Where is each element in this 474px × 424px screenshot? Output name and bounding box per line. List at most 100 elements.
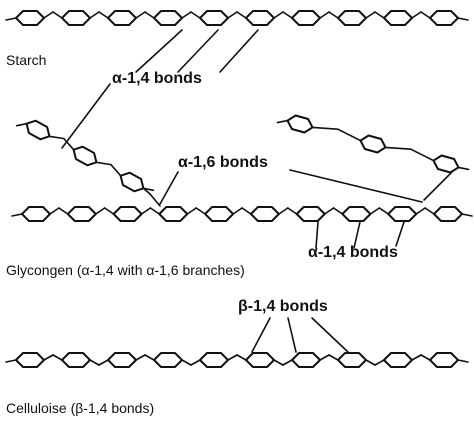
starch-chain-link-2b	[98, 11, 109, 19]
starch-chain-ring-1	[15, 10, 45, 26]
starch-chain-ring-3	[107, 10, 137, 26]
starch-chain-link-6a	[273, 11, 284, 19]
cellulose-chain-link-1b	[52, 354, 63, 361]
glycogen-branch-left-link-b	[149, 193, 161, 207]
cellulose-chain-ring-2	[61, 352, 91, 368]
glycogen-branch-right-ring-3	[432, 154, 460, 174]
glycogen-branch-right-link-1b	[337, 128, 362, 142]
cellulose-leader-2	[287, 317, 297, 353]
glycogen-alpha14-leader-1	[315, 221, 319, 249]
cellulose-chain-link-2a	[89, 359, 100, 366]
glycogen-branch-left-end-left	[15, 122, 28, 127]
glycogen-branch-left-ring-3	[119, 171, 145, 193]
cellulose-chain-link-4b	[190, 359, 201, 366]
cellulose-chain-ring-10	[429, 352, 459, 368]
starch-chain-link-1a	[43, 11, 54, 19]
glycogen-branch-right-link-2a	[384, 146, 412, 150]
starch-chain-link-9b	[420, 11, 431, 19]
cellulose-chain-end-right	[457, 359, 469, 363]
starch-chain-link-8b	[374, 11, 385, 19]
starch-chain-link-7a	[319, 11, 330, 19]
cellulose-leader-3	[311, 317, 349, 353]
glycogen-chain-link-2b	[103, 207, 115, 215]
cellulose-chain-ring-5	[199, 352, 229, 368]
glycogen-chain-ring-2	[66, 206, 97, 222]
glycogen-branch-left-ring-1	[25, 119, 51, 141]
starch-leader-to-glycogen	[61, 83, 111, 149]
starch-chain-link-3a	[135, 11, 146, 19]
cellulose-chain-link-1a	[43, 354, 54, 361]
glycogen-branch-left-link-1b	[63, 137, 75, 151]
cellulose-chain-link-9a	[411, 354, 422, 361]
glycogen-alpha16-leader-1	[159, 171, 179, 205]
glycogen-chain-ring-7	[295, 206, 326, 222]
cellulose-chain-link-3b	[144, 354, 155, 361]
cellulose-chain-link-5a	[227, 354, 238, 361]
cellulose-chain-link-9b	[420, 354, 431, 361]
cellulose-chain-link-6b	[282, 359, 293, 366]
cellulose-chain-ring-3	[107, 352, 137, 368]
glycogen-alpha14-leader-2	[353, 221, 361, 249]
cellulose-chain-link-7b	[328, 354, 339, 361]
cellulose-chain-link-2b	[98, 359, 109, 366]
glycogen-branch-left-link-2b	[110, 163, 122, 177]
starch-leader-2	[177, 29, 219, 73]
starch-chain-link-3b	[144, 11, 155, 19]
glycogen-alpha14-label: α-1,4 bonds	[308, 244, 398, 261]
cellulose-chain-link-3a	[135, 354, 146, 361]
starch-chain-link-4a	[181, 11, 192, 19]
glycogen-branch-right-ring-1	[286, 114, 314, 134]
cellulose-chain-end-left	[5, 359, 17, 363]
cellulose-chain-ring-4	[153, 352, 183, 368]
glycogen-chain-link-8b	[378, 207, 390, 215]
starch-chain-link-2a	[89, 11, 100, 19]
glycogen-branch-right-end-left	[276, 119, 289, 124]
starch-chain-link-7b	[328, 11, 339, 19]
glycogen-chain-link-2a	[94, 207, 106, 215]
cellulose-chain-link-8a	[365, 359, 376, 366]
cellulose-chain-link-6a	[273, 359, 284, 366]
glycogen-chain-ring-1	[21, 206, 51, 222]
starch-chain-ring-9	[383, 10, 413, 26]
starch-chain-ring-7	[291, 10, 321, 26]
glycogen-chain-link-3a	[140, 207, 152, 215]
starch-chain-ring-2	[61, 10, 91, 26]
starch-chain-link-5a	[227, 11, 238, 19]
starch-chain-link-6b	[282, 11, 293, 19]
starch-caption: Starch	[6, 52, 47, 68]
glycogen-alpha14-leader-3	[395, 221, 405, 247]
starch-chain-ring-8	[337, 10, 367, 26]
glycogen-chain-end-right	[461, 213, 473, 217]
glycogen-chain-ring-3	[112, 206, 143, 222]
glycogen-branch-right-ring-2	[359, 134, 387, 154]
glycogen-alpha16-label: α-1,6 bonds	[178, 154, 268, 171]
starch-chain-ring-6	[245, 10, 275, 26]
cellulose-chain-ring-6	[245, 352, 275, 368]
cellulose-chain-ring-7	[291, 352, 321, 368]
glycogen-branch-left-link-1a	[48, 135, 65, 140]
starch-chain-ring-5	[199, 10, 229, 26]
cellulose-chain-ring-8	[337, 352, 367, 368]
cellulose-caption: Celluloise (β-1,4 bonds)	[6, 400, 155, 416]
glycogen-chain-end-left	[11, 213, 23, 217]
cellulose-chain-link-4a	[181, 359, 192, 366]
cellulose-chain-link-7a	[319, 354, 330, 361]
glycogen-chain-link-8a	[369, 207, 381, 215]
cellulose-chain-link-5b	[236, 354, 247, 361]
cellulose-chain-ring-1	[15, 352, 45, 368]
glycogen-branch-right-link-2b	[410, 148, 435, 162]
glycogen-branch-right-end-right	[457, 166, 470, 171]
glycogen-branch-left-end-right	[142, 187, 155, 192]
glycogen-branch-left-ring-2	[72, 145, 98, 167]
glycogen-chain-link-6a	[278, 207, 289, 215]
glycogen-chain-ring-6	[249, 206, 280, 222]
glycogen-chain-ring-4	[158, 206, 189, 222]
starch-alpha14-label: α-1,4 bonds	[112, 70, 202, 87]
glycogen-chain-link-7b	[332, 207, 344, 215]
cellulose-beta14-label: β-1,4 bonds	[238, 298, 328, 315]
glycogen-branch-right-link-1a	[311, 126, 339, 130]
starch-chain-ring-4	[153, 10, 183, 26]
glycogen-chain-link-6b	[286, 207, 298, 215]
starch-chain-link-1b	[52, 11, 63, 19]
